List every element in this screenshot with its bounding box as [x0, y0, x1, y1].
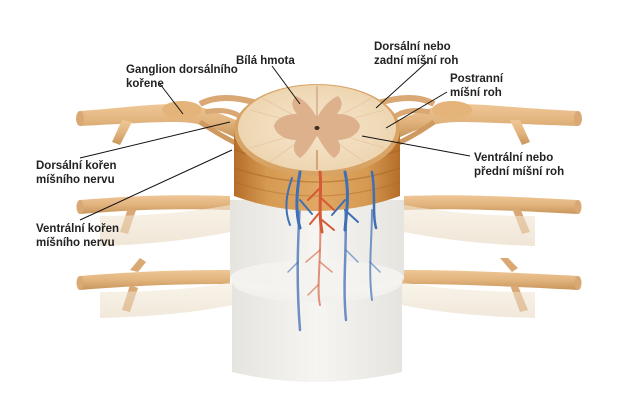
label-ventral-root: Ventrální kořen míšního nervu [36, 223, 120, 249]
ventral-horn-leader [361, 135, 471, 157]
label-white-matter: Bílá hmota [236, 55, 295, 67]
label-ventral-horn: Ventrální nebo přední míšní roh [474, 152, 565, 178]
label-dorsal-root: Dorsální kořen míšního nervu [36, 160, 117, 186]
ventral-root-leader [79, 149, 233, 221]
leader-lines [79, 61, 471, 221]
dorsal-horn-leader [375, 61, 428, 109]
blood-vessels [285, 170, 378, 234]
white-matter-leader [271, 65, 301, 105]
blood-vessels-lower [287, 198, 381, 332]
label-dorsal-horn: Dorsální nebo zadní míšní roh [374, 41, 459, 67]
label-ganglion: Ganglion dorsálního kořene [126, 64, 238, 90]
ganglion-leader [159, 83, 184, 115]
label-lateral-horn: Postranní míšní roh [450, 73, 504, 99]
lower-spinal-segments [76, 195, 582, 382]
dorsal-root-leader [79, 121, 231, 159]
lateral-horn-leader [385, 91, 448, 129]
spinal-cord-segment [233, 84, 401, 211]
